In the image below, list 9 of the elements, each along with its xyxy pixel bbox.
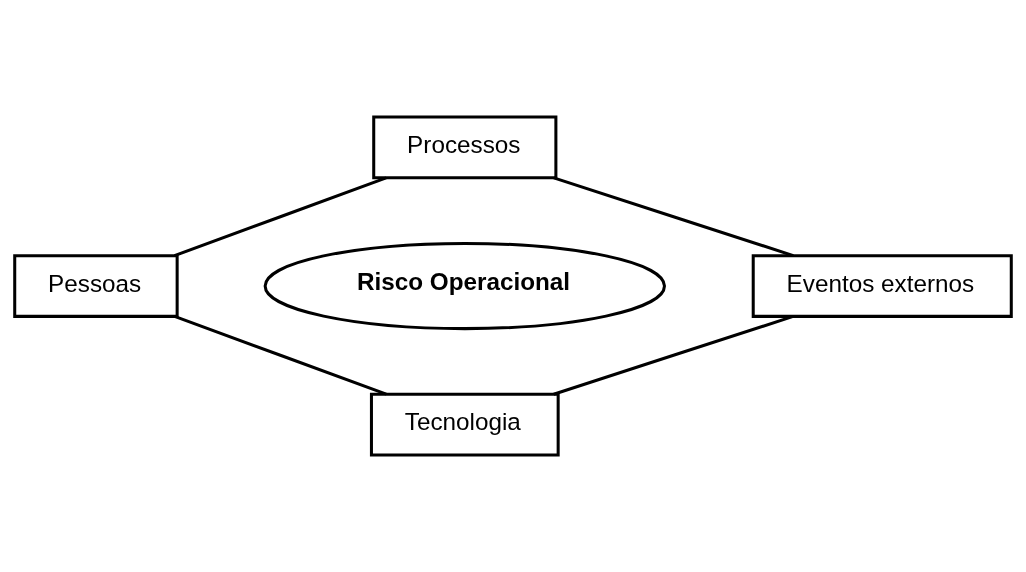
connector [553,315,794,396]
connector [174,315,387,396]
node-box: Processos [372,115,558,180]
node-ellipse: Risco Operacional [263,241,666,331]
connector [553,176,794,258]
node-box: Pessoas [13,254,179,318]
node-box: Tecnologia [369,392,560,457]
connector [173,176,387,258]
node-box: Eventos externos [751,254,1013,318]
